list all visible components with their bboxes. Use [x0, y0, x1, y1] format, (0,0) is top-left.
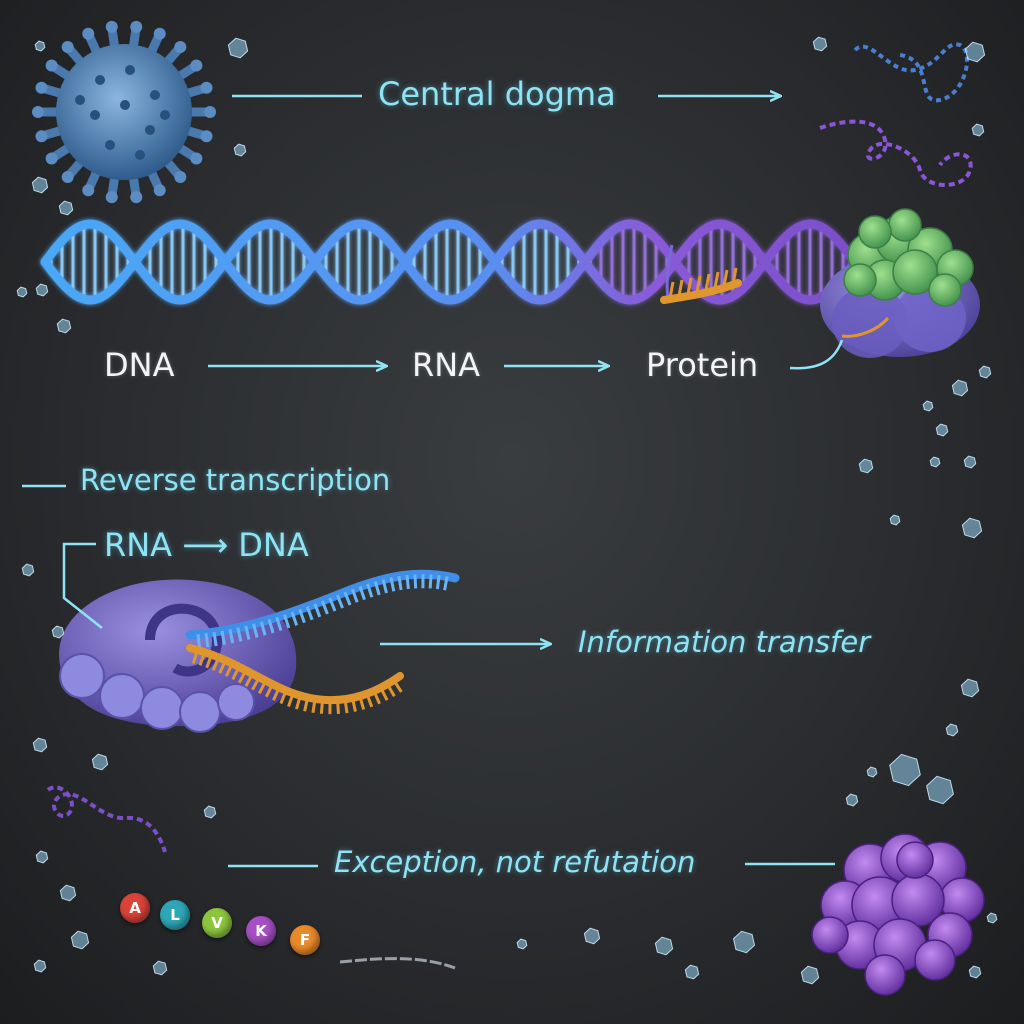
dna-double-helix: [40, 219, 862, 305]
virus-icon: [32, 20, 216, 204]
label-reverse-transcription: Reverse transcription: [80, 463, 391, 497]
amino-acid-bead: L: [160, 900, 190, 930]
reverse-transcriptase-enzyme: [59, 579, 297, 733]
ribosome-icon: [820, 208, 980, 358]
label-rna-to-dna: RNA ⟶ DNA: [104, 526, 309, 564]
rna-strand-orange: [186, 644, 404, 715]
folded-protein-icon: [811, 833, 985, 996]
rna-squiggle-bottom-left: [46, 785, 167, 853]
crystal-particles: [16, 36, 998, 985]
rna-squiggle-blue: [853, 42, 970, 103]
connector-arrows: [22, 96, 844, 868]
label-information-transfer: Information transfer: [578, 625, 871, 659]
label-central-dogma: Central dogma: [378, 75, 616, 113]
amino-acid-bead: F: [290, 925, 320, 955]
dna-strand-blue: [185, 569, 460, 649]
label-rna: RNA: [412, 346, 481, 384]
mrna-segment: [660, 244, 742, 304]
amino-acid-bead: A: [120, 893, 150, 923]
peptide-chain: [339, 957, 456, 970]
label-protein: Protein: [646, 346, 759, 384]
label-dna: DNA: [104, 346, 175, 384]
amino-acid-bead: K: [246, 916, 276, 946]
label-exception-not-refutation: Exception, not refutation: [334, 845, 696, 879]
rna-squiggle-purple: [819, 119, 973, 187]
amino-acid-bead: V: [202, 908, 232, 938]
